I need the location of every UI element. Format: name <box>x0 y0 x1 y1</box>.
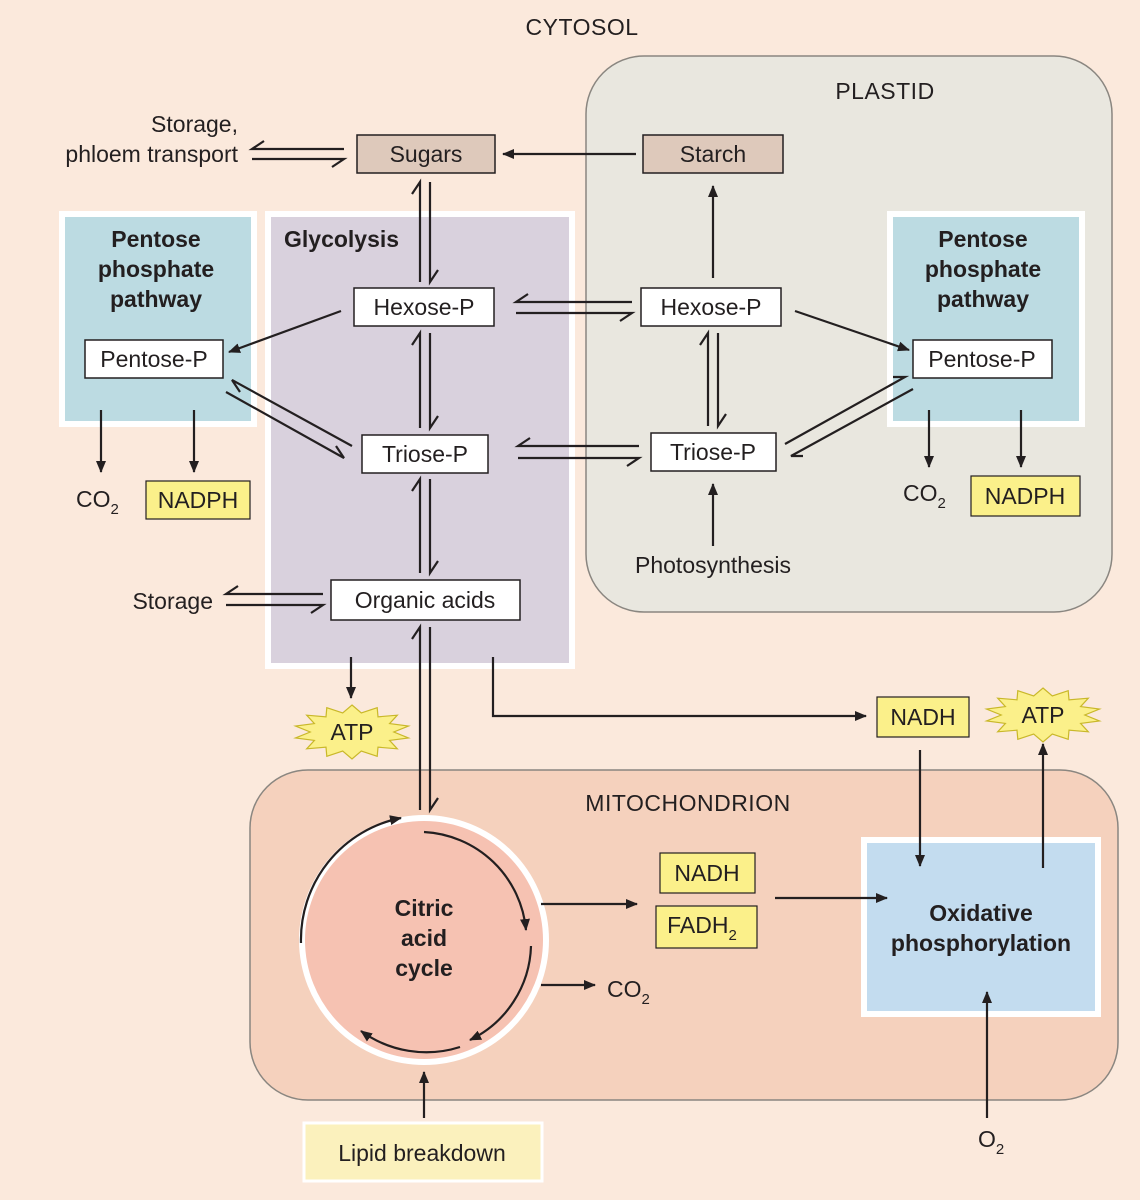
atp-left-burst: ATP <box>293 704 411 760</box>
pentose-p-left-label: Pentose-P <box>100 346 207 372</box>
nadh-mito-label: NADH <box>674 860 739 886</box>
pentose-pathway-right: Pentose phosphate pathway Pentose-P <box>887 211 1085 427</box>
hexose-p-plastid-label: Hexose-P <box>661 294 762 320</box>
cycle-arc-left <box>299 815 402 944</box>
lipid-breakdown-label: Lipid breakdown <box>338 1140 506 1166</box>
arrow-organic-citric <box>411 623 439 814</box>
fadh2-box <box>655 905 758 949</box>
nadph-right-label: NADPH <box>985 483 1066 509</box>
plastid-title: PLASTID <box>835 78 934 104</box>
nadph-right-box <box>970 475 1081 517</box>
storage-label: Storage <box>132 588 213 614</box>
mitochondrion-title: MITOCHONDRION <box>585 790 790 816</box>
pentose-pathway-left: Pentose phosphate pathway Pentose-P <box>59 211 257 427</box>
arrow-pentose-left-triose <box>225 379 353 459</box>
arrow-sugars-hexose <box>411 178 439 286</box>
oxphos-label-1: Oxidative <box>929 900 1033 926</box>
hexose-p-cytosol-label: Hexose-P <box>374 294 475 320</box>
pentose-right-title-2: phosphate <box>925 256 1041 282</box>
starch-box <box>642 134 784 174</box>
sugars-label: Sugars <box>390 141 463 167</box>
pentose-left-title-3: pathway <box>110 286 202 312</box>
atp-right-burst: ATP <box>984 687 1102 743</box>
pentose-left-title-2: phosphate <box>98 256 214 282</box>
fadh2-label: FADH2 <box>667 912 737 944</box>
nadh-cytosol-label: NADH <box>890 704 955 730</box>
citric-label-2: acid <box>401 925 447 951</box>
citric-acid-cycle: Citric acid cycle <box>299 815 549 1065</box>
glycolysis-title: Glycolysis <box>284 226 399 252</box>
arrow-hexose-exchange <box>512 293 636 322</box>
arrow-triose-exchange <box>514 437 643 467</box>
arrow-storage-phloem-sugars <box>248 140 348 168</box>
co2-right-label: CO2 <box>903 480 946 512</box>
arrow-triose-organic <box>411 475 439 577</box>
organic-acids-label: Organic acids <box>355 587 496 613</box>
co2-left-label: CO2 <box>76 486 119 518</box>
atp-left-label: ATP <box>330 719 373 745</box>
co2-mito-label: CO2 <box>607 976 650 1008</box>
arrow-hexose-triose-plastid <box>699 329 727 430</box>
storage-phloem-label-2: phloem transport <box>65 141 238 167</box>
oxidative-phosphorylation-box: Oxidative phosphorylation <box>861 837 1101 1017</box>
triose-p-cytosol-label: Triose-P <box>382 441 468 467</box>
pentose-left-title-1: Pentose <box>111 226 200 252</box>
cytosol-title: CYTOSOL <box>526 14 639 40</box>
arrow-hexose-to-pentose-left <box>228 309 342 354</box>
pentose-p-left-box <box>84 339 224 379</box>
organic-acids-box <box>330 579 521 621</box>
cycle-arc-bottom-left <box>360 1030 461 1054</box>
arrow-glycolysis-to-nadh <box>491 657 867 721</box>
nadh-cytosol-box <box>876 696 970 738</box>
photosynthesis-label: Photosynthesis <box>635 552 791 578</box>
arrow-hexose-triose-cytosol <box>411 329 439 432</box>
atp-right-label: ATP <box>1021 702 1064 728</box>
cycle-arc-top-right <box>423 830 530 931</box>
pentose-right-title-3: pathway <box>937 286 1029 312</box>
nadph-left-label: NADPH <box>158 487 239 513</box>
lipid-breakdown-box <box>302 1121 544 1183</box>
cycle-arc-bottom-right <box>469 945 533 1041</box>
arrow-storage-organic <box>222 585 327 614</box>
hexose-p-cytosol-box <box>353 287 495 327</box>
arrow-pentose-right-triose <box>784 375 914 458</box>
citric-label-1: Citric <box>395 895 454 921</box>
storage-phloem-label-1: Storage, <box>151 111 238 137</box>
citric-label-3: cycle <box>395 955 453 981</box>
triose-p-plastid-label: Triose-P <box>670 439 756 465</box>
nadh-mito-box <box>659 852 756 894</box>
sugars-box <box>356 134 496 174</box>
starch-label: Starch <box>680 141 746 167</box>
hexose-p-plastid-box <box>640 287 782 327</box>
pentose-p-right-label: Pentose-P <box>928 346 1035 372</box>
triose-p-cytosol-box <box>361 434 489 474</box>
nadph-left-box <box>145 480 251 520</box>
o2-label: O2 <box>978 1126 1004 1158</box>
oxphos-label-2: phosphorylation <box>891 930 1071 956</box>
triose-p-plastid-box <box>650 432 777 472</box>
pentose-p-right-box <box>912 339 1053 379</box>
pentose-right-title-1: Pentose <box>938 226 1027 252</box>
arrow-hexose-to-pentose-right <box>794 309 910 352</box>
